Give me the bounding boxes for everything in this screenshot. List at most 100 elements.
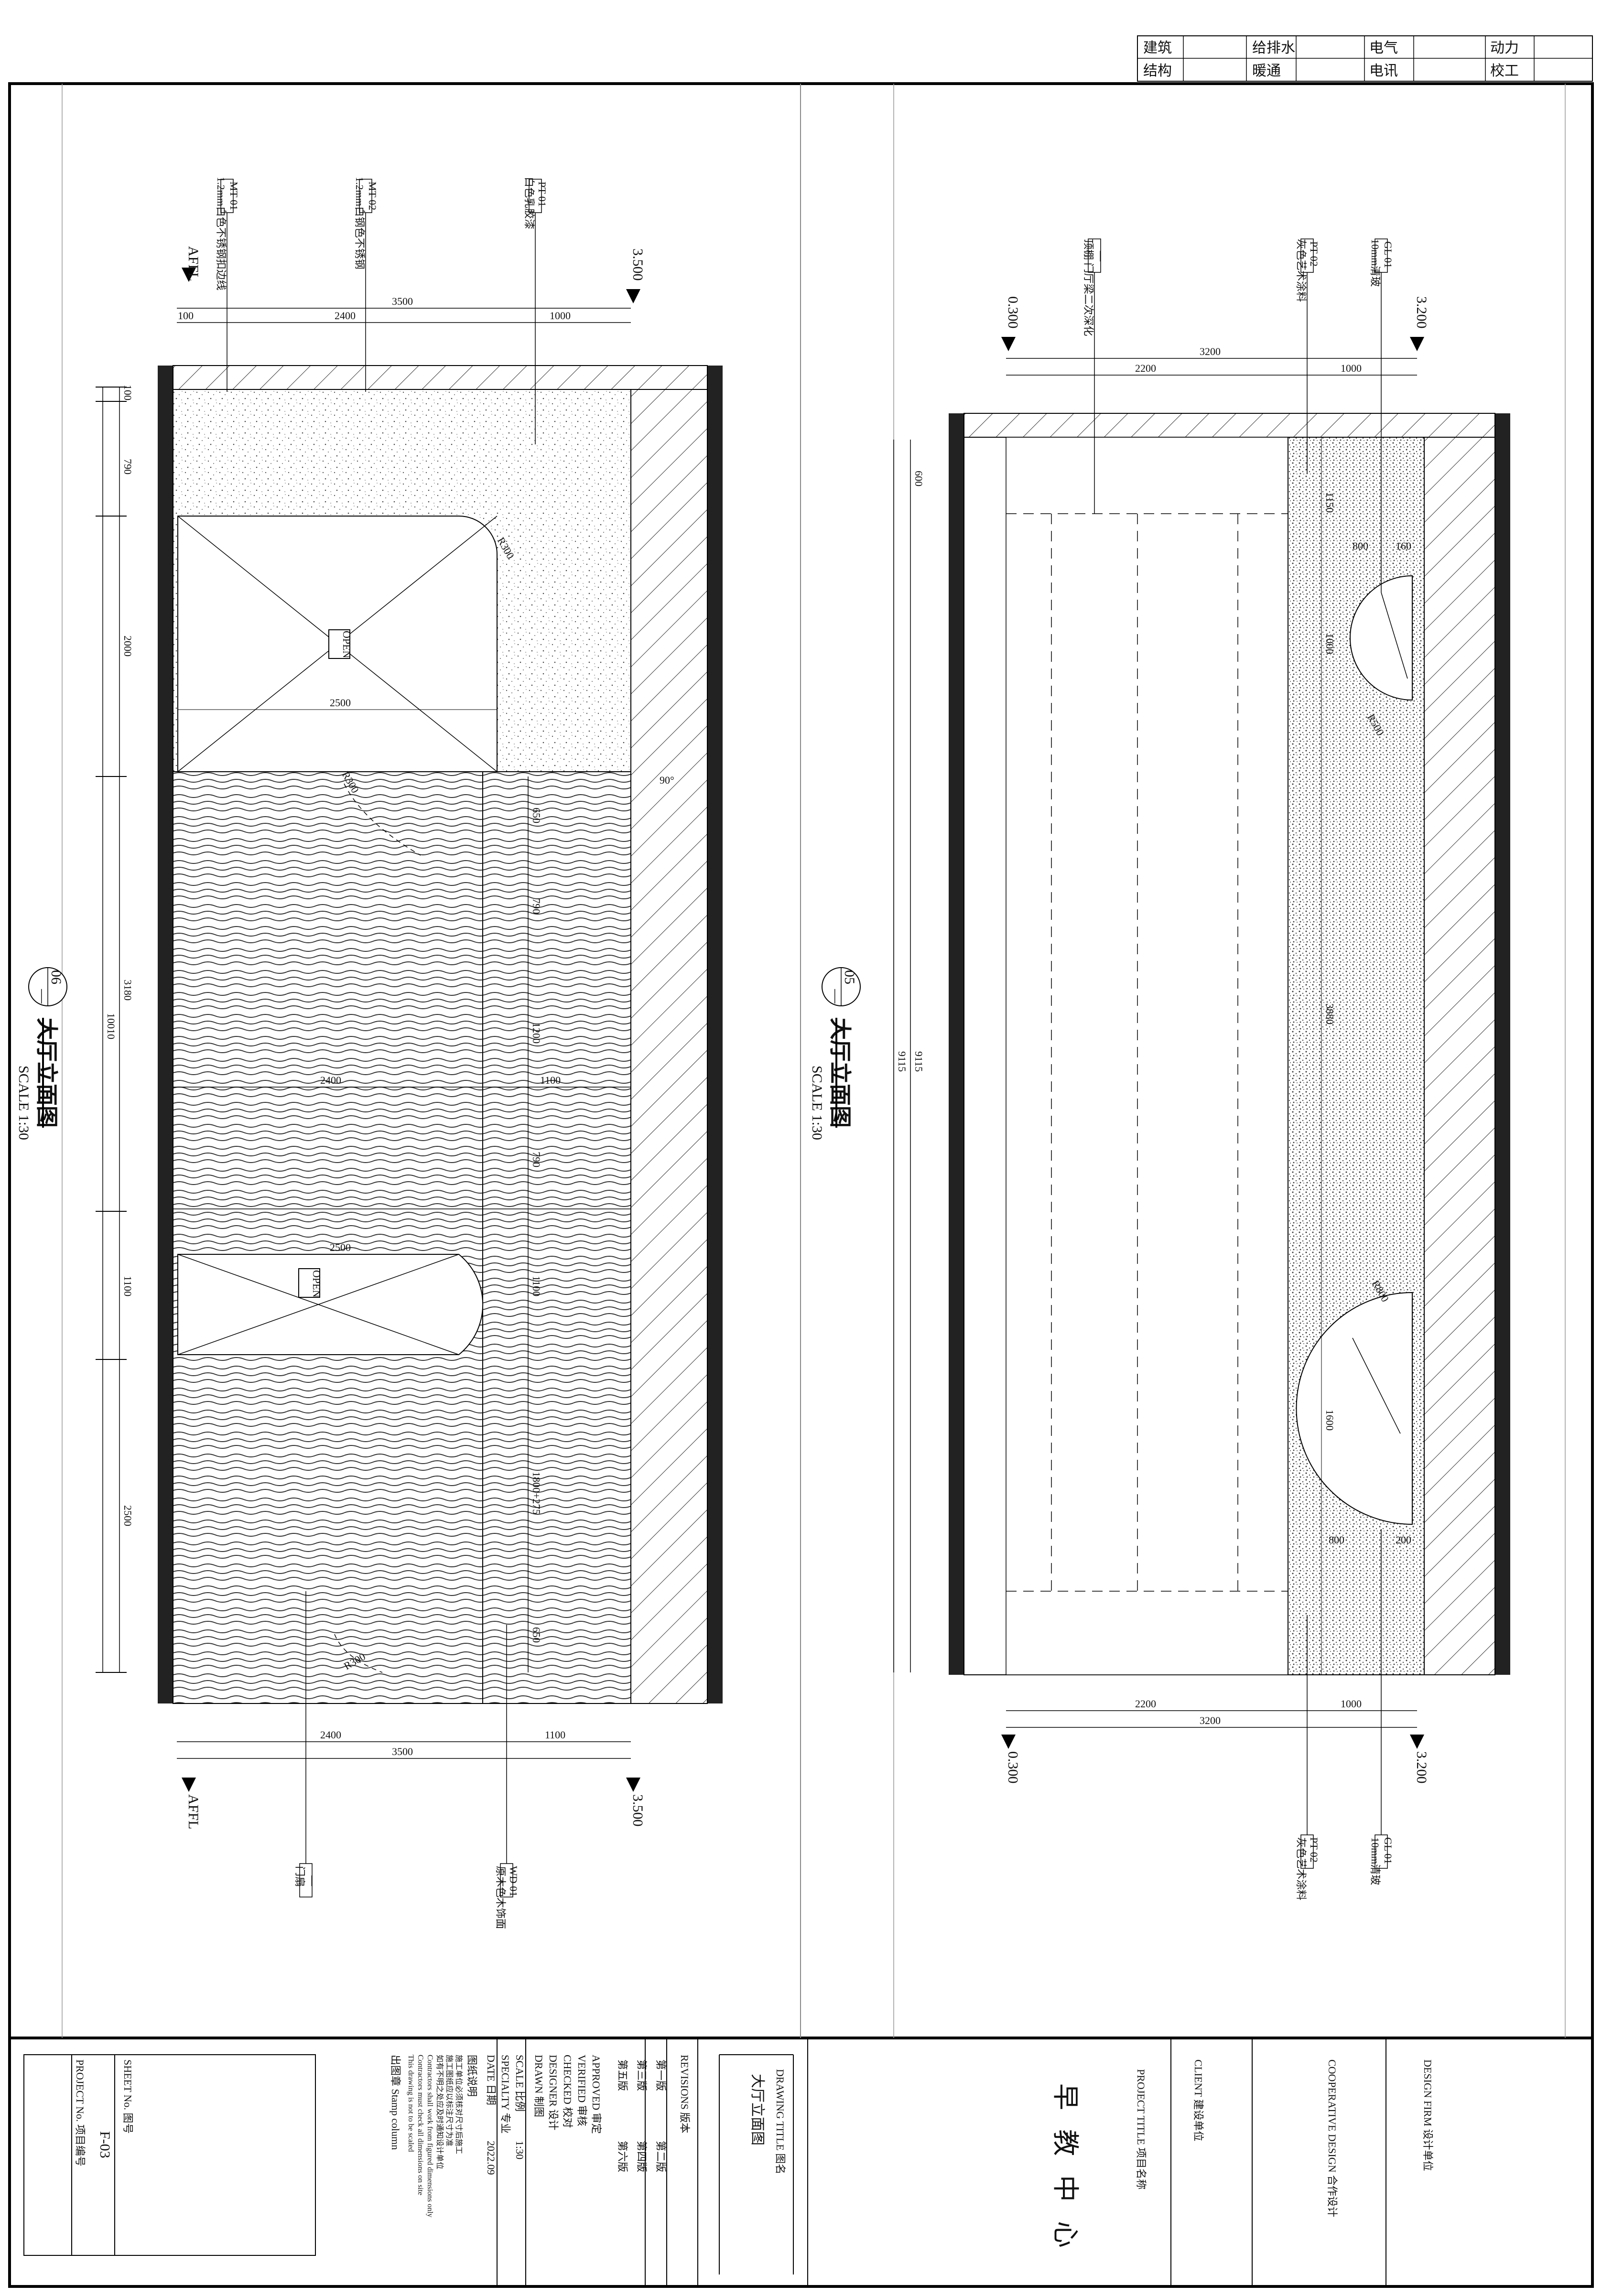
callout-wd01: WD 01 原木色木饰面	[495, 1625, 520, 1929]
wall-right	[707, 366, 723, 1703]
porthole-upper	[1350, 575, 1413, 701]
door-open-label-1: OPEN	[341, 631, 353, 658]
sheet-no-label: SHEET No. 图号	[122, 2059, 134, 2134]
callout-mt01-desc: 1.2mm白色不锈钢扣边线	[215, 177, 227, 291]
project-label: PROJECT TITLE 项目名称	[1135, 2069, 1147, 2189]
callout-r-pt02-code: PT 02	[1308, 241, 1320, 267]
dim-inner-3: 790	[530, 1152, 542, 1167]
title-block: DESIGN FIRM 设计单位 COOPERATIVE DESIGN 合作设计…	[23, 2038, 1434, 2286]
elevation-06: OPEN 2500 R300 2400 1100 OPEN 2500 R300 …	[16, 177, 723, 1929]
callout-r-pt02-desc: 灰色艺术涂料	[1295, 239, 1307, 302]
dim-r-inner-0: 1150	[1324, 492, 1336, 513]
ref-num-06: 06	[48, 970, 64, 984]
grid-r1c4: 动力	[1490, 40, 1519, 56]
callout-r-ceiling-code: —	[1095, 250, 1107, 262]
level-r-bottom-left: 0.300	[1005, 1751, 1021, 1784]
width-mid2: 1100	[540, 1074, 561, 1086]
dim-inner-2: 1200	[530, 1023, 542, 1044]
dim-left-1: 790	[122, 459, 134, 474]
wall-left	[158, 366, 173, 1703]
grid-r2c3: 电讯	[1369, 63, 1398, 79]
level-bottom-left: AFFL	[185, 1794, 201, 1829]
callout-mt01: MT 01 1.2mm白色不锈钢扣边线	[215, 177, 240, 392]
door-width-1: 2500	[330, 697, 351, 709]
callout-r-gl01: GL 01 10mm清玻	[1369, 238, 1394, 593]
date-label: DATE 日期	[485, 2055, 497, 2105]
dim-left-3: 3180	[122, 980, 134, 1001]
dim-r-bottom-1: 1000	[1341, 1698, 1362, 1710]
angle-90: 90°	[660, 774, 674, 786]
dim-inner-6: 650	[530, 1627, 542, 1643]
designer-label: DESIGNER 设计	[547, 2055, 559, 2130]
elevation-05: 1150 800 160 1000 R500 3880 R800 1600 80…	[809, 238, 1510, 1900]
callout-r-ceiling: — 顶棚 门厅梁二次深化	[1082, 238, 1107, 514]
grid-r2c2: 暖通	[1252, 63, 1281, 79]
checked-label: CHECKED 校对	[562, 2055, 574, 2128]
ref-sub-05: —	[828, 989, 844, 1004]
callout-pt01-desc: 白色乳胶漆	[523, 177, 535, 229]
callout-pt01: PT 01 白色乳胶漆	[523, 177, 548, 444]
level-r-top: 3.200	[1414, 296, 1429, 329]
callout-mt01-code: MT 01	[228, 182, 240, 210]
callout-door-code: —	[307, 1875, 319, 1886]
title-05: 大厅立面图	[828, 1018, 852, 1128]
dim-r-inner-9: 200	[1396, 1534, 1411, 1546]
sheet-no: F-03	[97, 2131, 113, 2158]
callout-door-desc: 门扇	[294, 1866, 306, 1887]
rev-6: 第六版	[617, 2141, 628, 2172]
wall-left-05	[949, 413, 964, 1675]
project-name: 早教中心	[1050, 2083, 1080, 2267]
dim-bottom-2: 3500	[392, 1746, 413, 1757]
callout-door: — 门扇	[294, 1591, 319, 1897]
callout-r-ceiling-desc: 顶棚 门厅梁二次深化	[1082, 239, 1094, 336]
callout-r-gl01-code: GL 01	[1382, 241, 1394, 268]
dim-r-inner-8: 800	[1329, 1534, 1344, 1546]
rev-4: 第四版	[636, 2141, 648, 2172]
door-open-label-2: OPEN	[311, 1270, 323, 1298]
approved-label: APPROVED 审定	[590, 2055, 602, 2134]
scale-label: SCALE 比例	[514, 2055, 526, 2112]
rev-3: 第三版	[636, 2059, 648, 2091]
client-label: CLIENT 建设单位	[1192, 2059, 1204, 2141]
level-bottom-right: 3.500	[630, 1794, 646, 1827]
dim-bottom-0: 2400	[320, 1729, 341, 1741]
dim-r-top-1: 2200	[1135, 362, 1156, 374]
dim-r-left-0: 600	[913, 471, 925, 486]
rev-1: 第一版	[655, 2059, 667, 2091]
dim-left-total: 10010	[105, 1013, 117, 1039]
specialty-label: SPECIALTY 专业	[499, 2055, 511, 2134]
callout-pt01-code: PT 01	[536, 182, 548, 207]
dim-inner-1: 790	[530, 898, 542, 914]
callout-wd01-desc: 原木色木饰面	[495, 1866, 507, 1929]
note-5: Contractors must check all dimensions on…	[416, 2055, 424, 2195]
drawing-name: 大厅立面图	[749, 2074, 765, 2145]
coop-label: COOPERATIVE DESIGN 合作设计	[1326, 2059, 1338, 2217]
level-top: 3.500	[630, 248, 646, 281]
dim-top-0: 100	[178, 310, 194, 322]
callout-mt02: MT 02 1.2mm白钢色不锈钢	[354, 177, 379, 392]
level-r-bottom-right: 3.200	[1414, 1751, 1429, 1784]
drawn-label: DRAWN 制图	[533, 2055, 545, 2117]
dim-left-2: 2000	[122, 636, 134, 657]
callout-wd01-code: WD 01	[508, 1866, 520, 1897]
dim-left-5: 2500	[122, 1505, 134, 1526]
stamp-label: 出图章 Stamp column	[390, 2055, 401, 2150]
width-mid: 2400	[320, 1074, 341, 1086]
callout-r-gl01-b-code: GL 01	[1382, 1837, 1394, 1864]
title-06: 大厅立面图	[34, 1018, 59, 1128]
dim-left-0: 100	[122, 385, 134, 400]
scale-05: SCALE 1:30	[809, 1066, 825, 1140]
design-firm-label: DESIGN FIRM 设计单位	[1422, 2059, 1434, 2171]
date-value: 2022.09	[485, 2141, 497, 2175]
note-1: 施工单位必须核对尺寸后施工	[455, 2055, 463, 2154]
dim-r-left-2: 9115	[896, 1051, 908, 1072]
drawing-label: DRAWING TITLE 图名	[774, 2069, 786, 2174]
dim-r-inner-1: 800	[1353, 540, 1368, 552]
notes-title: 图纸说明	[466, 2055, 478, 2097]
dim-inner-0: 650	[530, 808, 542, 823]
level-bottom: AFFL	[185, 246, 201, 281]
callout-mt02-code: MT 02	[367, 182, 379, 210]
note-2: 施工图纸应以标注尺寸为准	[445, 2055, 454, 2146]
callout-r-gl01-b-desc: 10mm清玻	[1369, 1837, 1381, 1885]
grid-r2c1: 结构	[1143, 63, 1172, 79]
